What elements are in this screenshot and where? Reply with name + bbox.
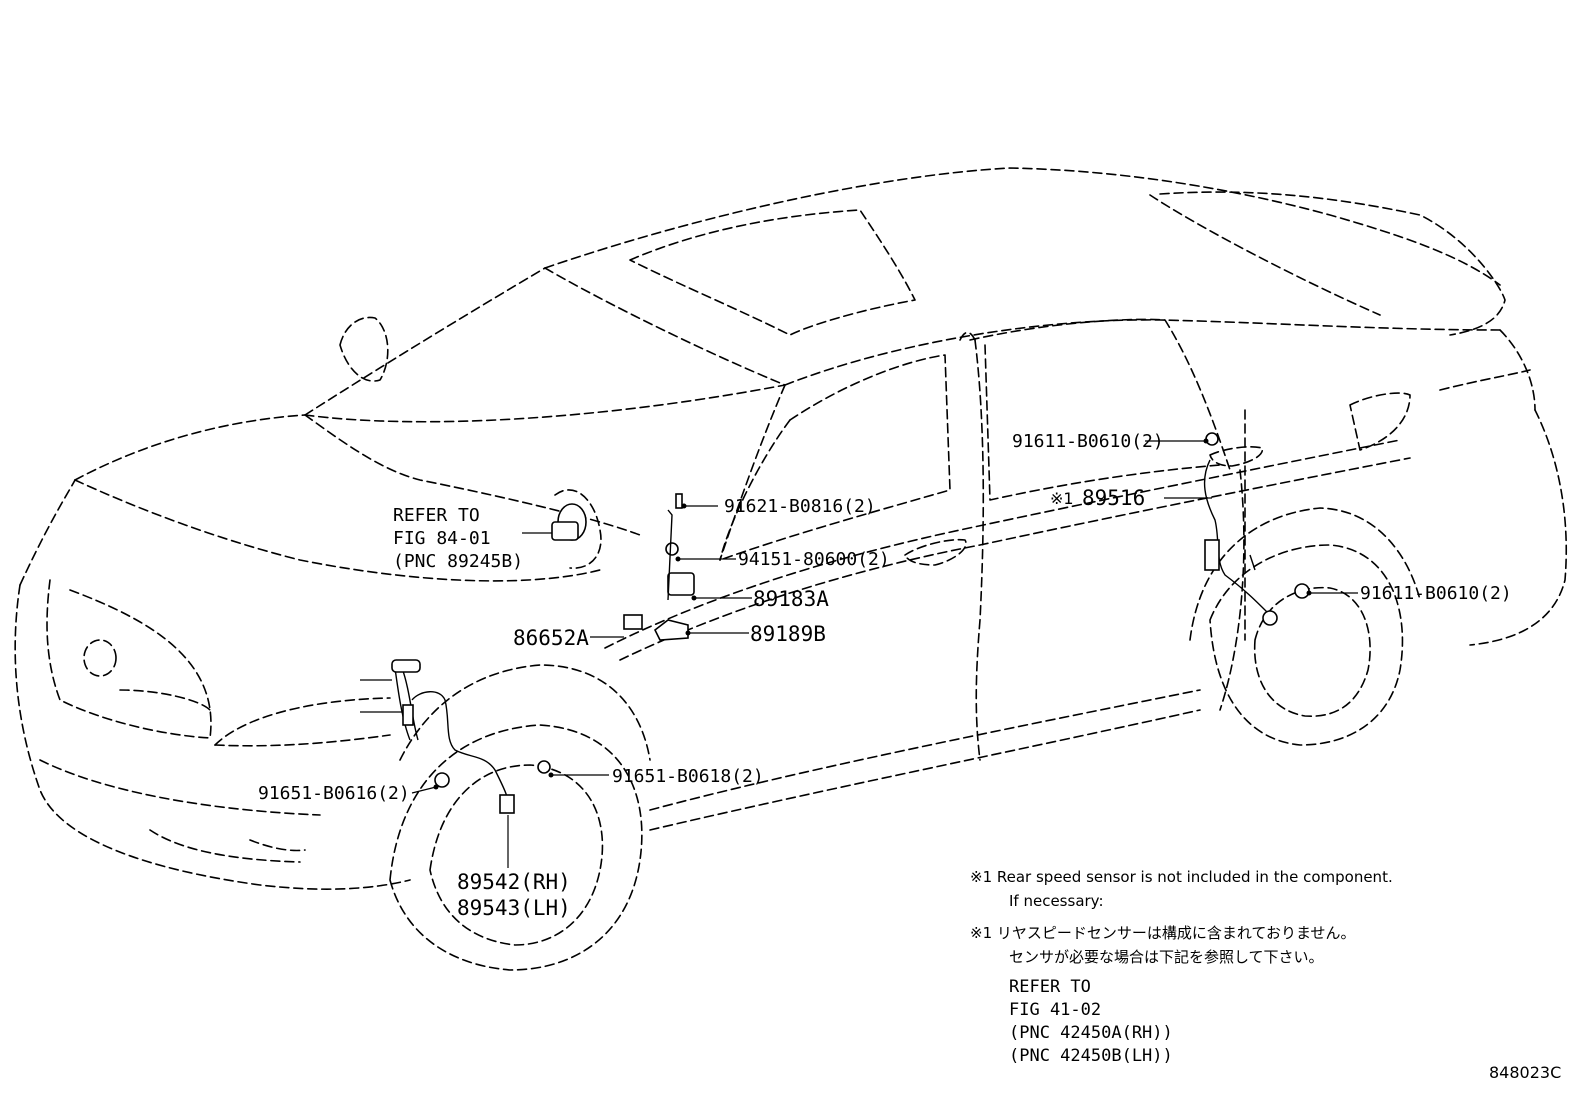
label-91611-b0610-top: 91611-B0610(2)	[1012, 431, 1164, 452]
refer-rear-line2: FIG 41-02	[1009, 1000, 1101, 1020]
notes-block: ※1 Rear speed sensor is not included in …	[970, 868, 1393, 1066]
front-sensor-part	[551, 503, 587, 541]
figure-code: 848023C	[1489, 1063, 1561, 1082]
label-89516: 89516	[1082, 486, 1145, 510]
label-91651-b0616: 91651-B0616(2)	[258, 783, 410, 804]
note-en-line1: ※1 Rear speed sensor is not included in …	[970, 868, 1393, 886]
refer-front-line2: FIG 84-01	[393, 528, 491, 549]
label-89516-mark: ※1	[1050, 489, 1074, 508]
rear-speed-sensor	[1203, 432, 1310, 626]
label-89543-lh: 89543(LH)	[457, 896, 571, 920]
label-86652a: 86652A	[513, 626, 589, 650]
refer-front-line1: REFER TO	[393, 505, 480, 526]
label-89542-rh: 89542(RH)	[457, 870, 571, 894]
refer-front-line3: (PNC 89245B)	[393, 551, 523, 572]
refer-rear-line4: (PNC 42450B(LH))	[1009, 1046, 1173, 1066]
note-jp-line1: ※1 リヤスピードセンサーは構成に含まれておりません。	[970, 924, 1356, 942]
note-en-line2: If necessary:	[1009, 892, 1104, 910]
label-91611-b0610-right: 91611-B0610(2)	[1360, 583, 1512, 604]
label-89189b: 89189B	[750, 622, 826, 646]
leader-lines	[360, 438, 1358, 868]
label-91651-b0618: 91651-B0618(2)	[612, 766, 764, 787]
car-outline	[14, 167, 1568, 971]
label-89183a: 89183A	[753, 587, 829, 611]
note-jp-line2: センサが必要な場合は下記を参照して下さい。	[1009, 948, 1324, 966]
label-91621-b0816: 91621-B0816(2)	[724, 496, 876, 517]
part-labels: REFER TO FIG 84-01 (PNC 89245B) 91611-B0…	[258, 431, 1512, 920]
refer-rear-line1: REFER TO	[1009, 977, 1091, 997]
refer-rear-line3: (PNC 42450A(RH))	[1009, 1023, 1173, 1043]
yaw-rate-sensor-assembly	[623, 493, 695, 641]
front-speed-sensor-harness	[391, 659, 551, 814]
label-94151-80600: 94151-80600(2)	[738, 549, 890, 570]
